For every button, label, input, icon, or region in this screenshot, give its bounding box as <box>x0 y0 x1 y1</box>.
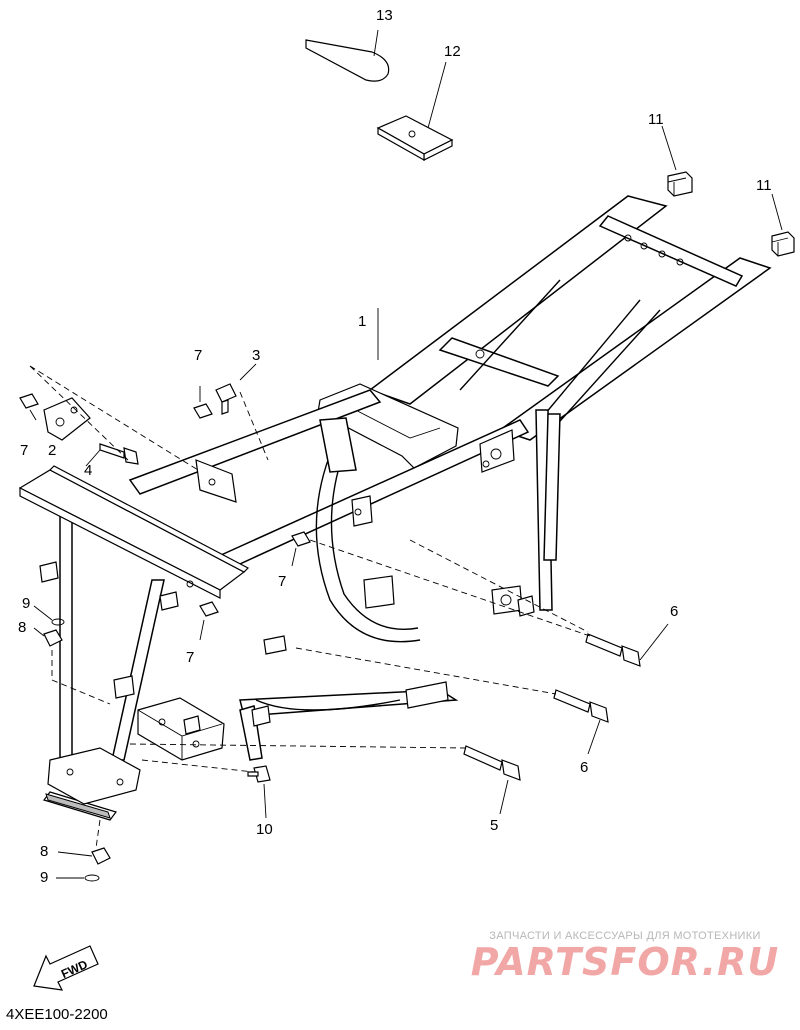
diagram-code: 4XEE100-2200 <box>6 1006 108 1023</box>
callout-8-lower: 8 <box>40 843 48 860</box>
part-7-nut-d <box>199 601 219 641</box>
callout-7-middle: 7 <box>278 573 286 590</box>
callout-9-upper: 9 <box>22 595 30 612</box>
part-9-clip-upper <box>33 605 65 626</box>
part-10-bolt <box>247 765 271 819</box>
callout-10: 10 <box>256 821 273 838</box>
assembly-guide-lines <box>29 308 591 849</box>
callout-11-left: 11 <box>648 111 664 128</box>
part-7-nut-c <box>291 531 311 567</box>
part-8-collar-upper <box>33 627 63 647</box>
callout-7-left: 7 <box>20 442 28 459</box>
part-3-bolt <box>215 363 257 415</box>
callout-12: 12 <box>444 43 461 60</box>
part-2-bracket <box>43 397 91 441</box>
part-6-bolt-lower <box>553 689 609 755</box>
part-9-clip-lower <box>56 874 100 882</box>
part-7-nut-b <box>193 386 213 419</box>
fwd-arrow-icon: FWD <box>33 945 99 991</box>
part-6-bolt-upper <box>585 623 669 667</box>
part-8-collar-lower <box>57 847 111 865</box>
callout-7-top: 7 <box>194 347 202 364</box>
part-4-bolt <box>85 443 139 467</box>
part-1-main-frame <box>18 195 772 821</box>
callout-9-lower: 9 <box>40 869 48 886</box>
part-11-cap-right <box>771 193 795 257</box>
callout-3: 3 <box>252 347 260 364</box>
callout-6-upper: 6 <box>670 603 678 620</box>
callout-11-right: 11 <box>756 177 772 194</box>
part-5-bolt <box>463 745 521 815</box>
watermark-logo: PARTSFOR.RU <box>470 940 780 984</box>
part-13-strip <box>305 29 390 82</box>
part-7-nut-a <box>19 393 39 421</box>
part-11-cap-left <box>661 125 693 197</box>
watermark-subtitle: ЗАПЧАСТИ И АКСЕССУАРЫ ДЛЯ МОТОТЕХНИКИ <box>489 930 761 942</box>
callout-2: 2 <box>48 442 56 459</box>
callout-5: 5 <box>490 817 498 834</box>
callout-13: 13 <box>376 7 393 24</box>
watermark: ЗАПЧАСТИ И АКСЕССУАРЫ ДЛЯ МОТОТЕХНИКИ PA… <box>470 930 780 984</box>
callout-4: 4 <box>84 462 92 479</box>
callout-8-upper: 8 <box>18 619 26 636</box>
callout-7-lower: 7 <box>186 649 194 666</box>
part-12-plate <box>376 61 454 162</box>
callout-6-lower: 6 <box>580 759 588 776</box>
callout-labels: 13 12 11 11 1 7 3 7 2 4 7 9 8 7 6 6 5 10… <box>18 7 772 886</box>
callout-1: 1 <box>358 313 366 330</box>
